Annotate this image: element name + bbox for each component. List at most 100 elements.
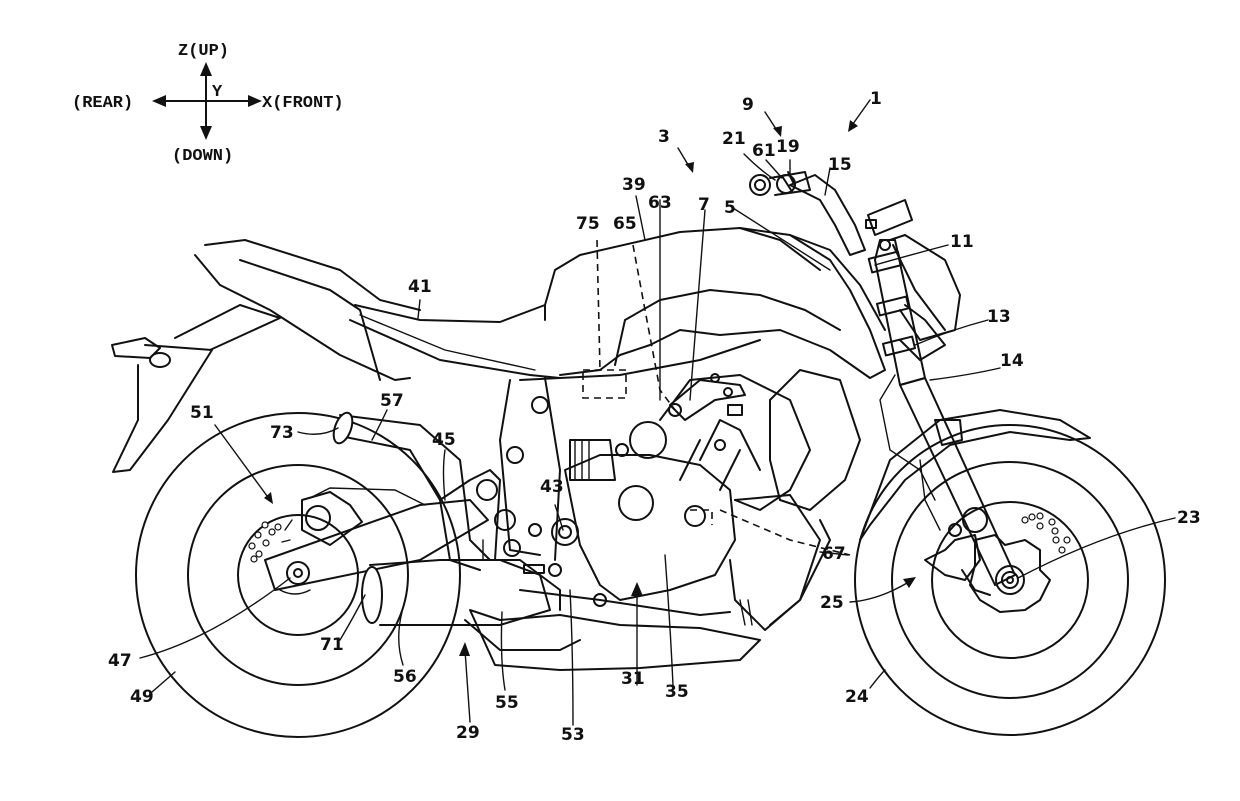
axis-rear-label: (REAR) <box>72 94 133 113</box>
master-cylinder-cap <box>865 219 877 229</box>
brake-hose-clamp <box>919 459 941 531</box>
front-axle <box>995 565 1025 595</box>
axes-legend: Z(UP) (DOWN) (REAR) X(FRONT) Y <box>72 42 344 166</box>
numeral-51: 51 <box>190 403 214 423</box>
exhaust-system <box>332 411 581 651</box>
numeral-24: 24 <box>845 687 869 707</box>
rear-wheel <box>135 412 489 738</box>
fork-tube-outer <box>899 377 1016 586</box>
numeral-47: 47 <box>108 651 132 671</box>
headlight-lens-edge <box>892 244 946 331</box>
numeral-65: 65 <box>613 214 637 234</box>
numeral-1: 1 <box>870 89 882 109</box>
hidden-component-75-line <box>596 239 601 371</box>
rear-brake-line <box>281 519 293 543</box>
seat-base <box>349 319 561 379</box>
leader-23 <box>1017 517 1176 579</box>
grip-end-center <box>754 179 766 191</box>
cylinder-bolt <box>714 439 726 451</box>
numeral-53: 53 <box>561 725 585 745</box>
headlight-cowl <box>889 234 961 341</box>
arrow-31-icon <box>631 582 643 596</box>
arrow-29-icon <box>459 642 470 656</box>
numeral-23: 23 <box>1177 508 1201 528</box>
frame-bolt-3 <box>503 539 521 557</box>
tank-outline <box>544 227 886 379</box>
intake-boot <box>569 439 616 481</box>
tank-cover-line <box>739 227 821 271</box>
crankshaft-cover <box>618 485 654 521</box>
numeral-35: 35 <box>665 682 689 702</box>
footpeg <box>593 593 607 607</box>
header-pipe-detail <box>739 599 753 626</box>
numeral-5: 5 <box>724 198 736 218</box>
numeral-31: 31 <box>621 669 645 689</box>
pivot-shaft-center <box>558 525 572 539</box>
numeral-71: 71 <box>320 635 344 655</box>
front-rim <box>891 461 1129 699</box>
numeral-56: 56 <box>393 667 417 687</box>
arrow-front-icon <box>248 95 262 107</box>
engine-guard-rail <box>519 589 731 616</box>
numeral-63: 63 <box>648 193 672 213</box>
turn-signal-mount <box>879 239 891 251</box>
fork-band-2 <box>881 335 917 357</box>
leader-53 <box>569 589 574 726</box>
leader-5 <box>732 207 831 271</box>
air-box-45 <box>439 469 501 561</box>
cylinder-head <box>659 374 811 511</box>
arrow-down-icon <box>200 126 212 140</box>
rear-rim <box>187 464 409 686</box>
engine <box>469 369 861 671</box>
under-cowl <box>469 609 761 671</box>
numeral-19: 19 <box>776 137 800 157</box>
linkage-pivot <box>668 403 682 417</box>
shock-mount-bottom <box>494 509 516 531</box>
arrow-25-icon <box>903 577 916 588</box>
tail-section <box>111 239 421 473</box>
intake-ribs <box>574 439 590 481</box>
numeral-41: 41 <box>408 277 432 297</box>
headlight-lower <box>899 304 946 361</box>
hidden-cable-65 <box>632 244 676 411</box>
numeral-14: 14 <box>1000 351 1024 371</box>
numeral-15: 15 <box>828 155 852 175</box>
axis-up-label: Z(UP) <box>178 42 229 61</box>
rear-axle <box>286 561 310 585</box>
leader-47 <box>139 577 291 659</box>
numeral-11: 11 <box>950 232 974 252</box>
frame-pivot-plate-front <box>544 377 561 561</box>
shock-mount-top <box>476 479 498 501</box>
leader-55 <box>500 611 506 691</box>
rear-brake-caliper <box>301 491 363 546</box>
numeral-45: 45 <box>432 430 456 450</box>
muffler-link-pipe <box>449 559 561 611</box>
fork-guard-bracket <box>934 419 963 446</box>
sensor-boss <box>684 505 706 527</box>
frame-pivot-plate-rear <box>499 379 541 556</box>
cylinder-lines <box>679 439 741 491</box>
rear-brake-disc-holes <box>248 521 282 563</box>
numeral-67: 67 <box>822 544 846 564</box>
arrow-51-icon <box>264 492 273 504</box>
rear-hub-area <box>237 514 359 636</box>
front-wheel <box>854 424 1166 736</box>
front-disc-carrier <box>969 534 1051 613</box>
numeral-55: 55 <box>495 693 519 713</box>
switch-housing-19 <box>781 171 796 191</box>
arrow-9-icon <box>773 126 782 137</box>
numeral-3: 3 <box>658 127 670 147</box>
numeral-9: 9 <box>742 95 754 115</box>
tail-cowl-lower <box>194 254 411 381</box>
front-tire-outer <box>854 424 1166 736</box>
tail-reflector <box>149 352 171 368</box>
leader-61 <box>765 159 783 179</box>
arrow-rear-icon <box>152 95 166 107</box>
numeral-43: 43 <box>540 477 564 497</box>
arrow-1-icon <box>848 120 858 132</box>
cylinder-fins <box>699 419 761 471</box>
rear-tire-outer <box>135 412 461 738</box>
main-frame-rail <box>519 339 761 381</box>
leader-lines <box>139 99 1176 726</box>
